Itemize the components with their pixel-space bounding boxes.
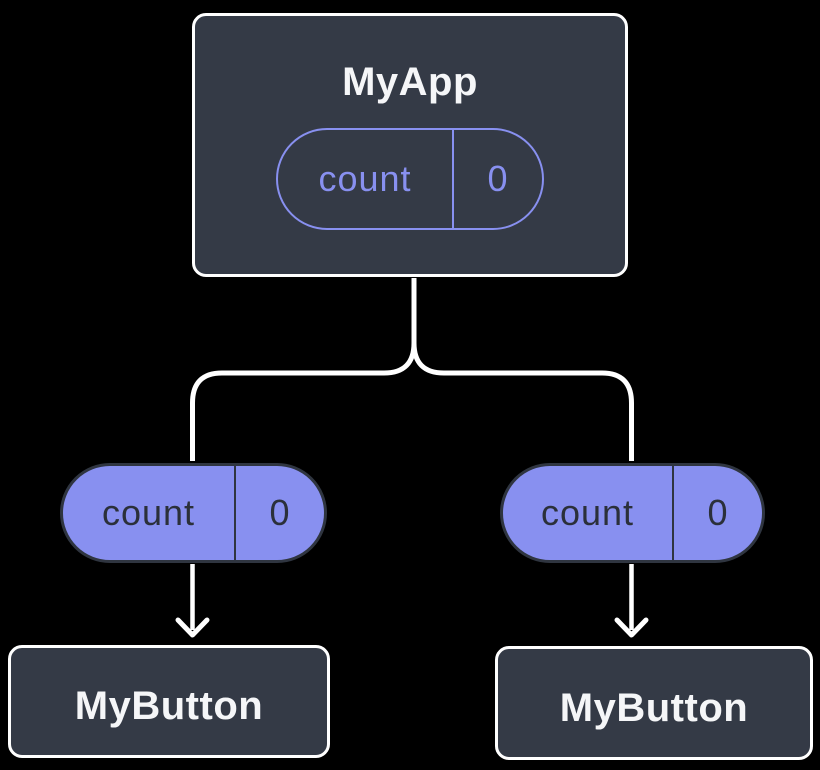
state-pill-myapp: count 0 [276, 128, 544, 230]
state-pill-name: count [318, 158, 412, 199]
prop-pill-right: count 0 [500, 463, 765, 563]
prop-pill-left-value: 0 [234, 466, 324, 560]
prop-pill-right-value: 0 [672, 466, 762, 560]
node-myapp: MyApp [192, 13, 628, 277]
node-mybutton-left-label: MyButton [74, 684, 264, 728]
node-mybutton-right-label: MyButton [559, 685, 749, 730]
node-myapp-label: MyApp [342, 60, 478, 104]
prop-pill-left-name: count [101, 492, 196, 533]
fork-right-branch [411, 278, 634, 461]
node-mybutton-left: MyButton [8, 645, 330, 758]
node-mybutton-right: MyButton [495, 646, 813, 760]
prop-pill-right-name: count [540, 492, 635, 533]
arrow-right [614, 564, 649, 638]
arrow-left [175, 564, 210, 638]
fork-left-branch [190, 278, 417, 461]
state-pill-value: 0 [452, 130, 542, 228]
prop-pill-left: count 0 [60, 463, 327, 563]
